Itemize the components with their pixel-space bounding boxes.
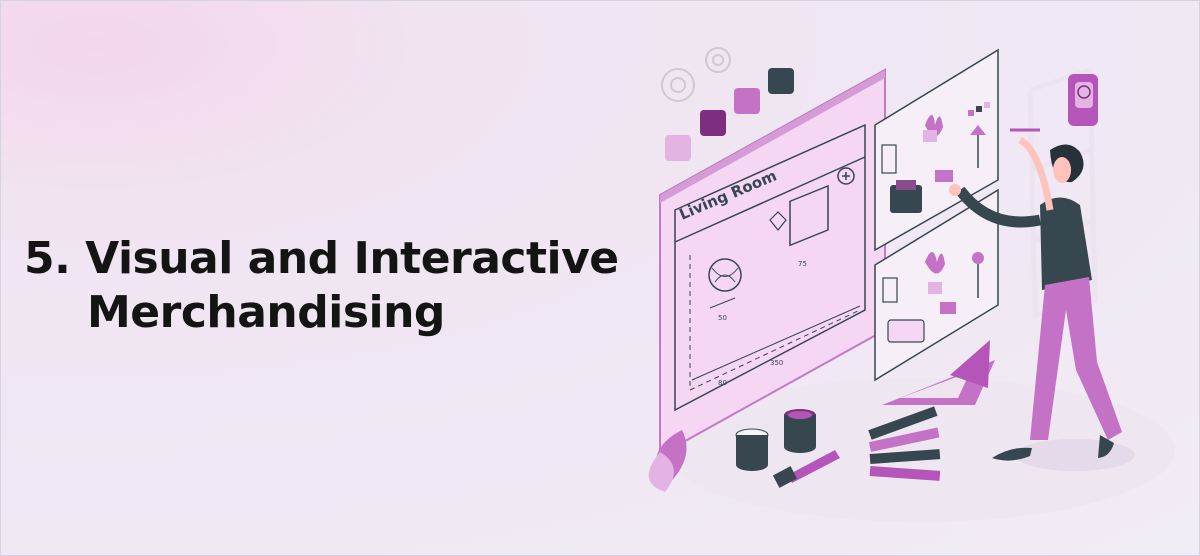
dimension-label: 75 — [798, 260, 807, 268]
plant-leaves — [648, 430, 687, 492]
dimension-label: 80 — [718, 379, 727, 387]
lightbulb-icon — [1068, 74, 1098, 126]
dimension-label: 50 — [718, 314, 727, 322]
paintbrush — [772, 450, 840, 488]
reference-panel-bottom — [874, 188, 999, 382]
main-board: Living Room 50 75 80 350 — [659, 68, 886, 457]
rug-circle — [708, 258, 742, 292]
title-number: 5. — [24, 233, 71, 284]
title-line-1: 5. Visual and Interactive — [24, 232, 619, 286]
interior-design-illustration: Living Room 50 75 80 350 — [648, 47, 1175, 522]
plus-icon — [837, 167, 855, 185]
paint-cans — [735, 409, 816, 471]
dimension-label: 350 — [770, 359, 783, 367]
page-title: 5. Visual and Interactive Merchandising — [24, 232, 619, 340]
triangle-rulers — [882, 340, 995, 405]
reference-panel-top — [874, 48, 999, 252]
title-line-2: Merchandising — [87, 287, 445, 338]
gear-icon — [661, 47, 731, 102]
title-text-1: Visual and Interactive — [85, 233, 619, 284]
color-swatch-fan — [868, 406, 941, 481]
designer-person — [949, 128, 1122, 461]
swatch-cubes — [665, 68, 794, 161]
person-shadow — [1015, 439, 1135, 471]
